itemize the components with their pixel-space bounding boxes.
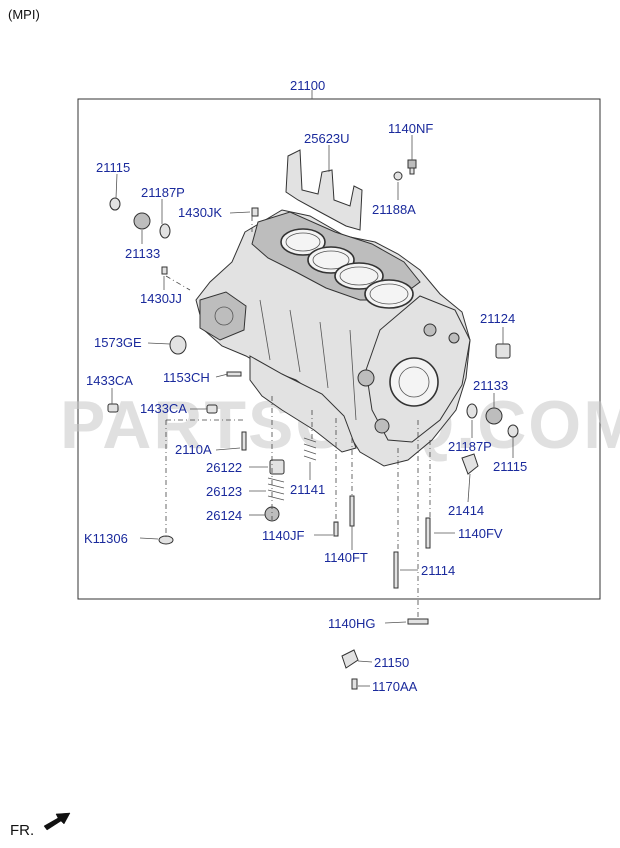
callout-1140NF[interactable]: 1140NF [388, 121, 433, 136]
callout-21114[interactable]: 21114 [421, 563, 455, 578]
callout-1140HG[interactable]: 1140HG [328, 616, 375, 631]
variant-label: (MPI) [8, 7, 40, 22]
leader-lines [111, 135, 514, 687]
front-direction-label: FR. [10, 822, 34, 839]
cylinder-block-illustration [195, 209, 471, 467]
callout-1430JK[interactable]: 1430JK [178, 205, 222, 220]
callout-26122[interactable]: 26122 [206, 460, 242, 475]
callout-1573GE[interactable]: 1573GE [94, 335, 142, 350]
callout-21188A[interactable]: 21188A [372, 202, 416, 217]
callout-26123[interactable]: 26123 [206, 484, 242, 499]
callout-1140FV[interactable]: 1140FV [458, 526, 503, 541]
callout-1430JJ[interactable]: 1430JJ [140, 291, 182, 306]
callout-1433CA-b[interactable]: 1433CA [140, 401, 187, 416]
callout-labels: 25623U 1140NF 21115 21187P 1430JK 21188A… [84, 121, 527, 694]
callout-K11306[interactable]: K11306 [84, 531, 128, 546]
callout-26124[interactable]: 26124 [206, 508, 242, 523]
callout-21187P-a[interactable]: 21187P [141, 185, 185, 200]
callout-21187P-b[interactable]: 21187P [448, 439, 492, 454]
front-arrow-icon [43, 812, 71, 831]
callout-1170AA[interactable]: 1170AA [372, 679, 418, 694]
callout-21115-a[interactable]: 21115 [96, 160, 130, 175]
callout-21414[interactable]: 21414 [448, 503, 484, 518]
callout-21115-b[interactable]: 21115 [493, 459, 527, 474]
callout-21133-b[interactable]: 21133 [473, 378, 508, 393]
small-parts [107, 159, 519, 690]
callout-21133-a[interactable]: 21133 [125, 246, 160, 261]
assembly-frame [77, 98, 601, 600]
callout-21141[interactable]: 21141 [290, 482, 325, 497]
callout-1433CA-a[interactable]: 1433CA [86, 373, 133, 388]
callout-21124[interactable]: 21124 [480, 311, 515, 326]
callout-25623U[interactable]: 25623U [304, 131, 350, 146]
callout-21150[interactable]: 21150 [374, 655, 409, 670]
callout-2110A[interactable]: 2110A [175, 442, 212, 457]
assembly-label[interactable]: 21100 [290, 78, 325, 93]
callout-1140FT[interactable]: 1140FT [324, 550, 368, 565]
oil-baffle-part [285, 149, 363, 231]
callout-1153CH[interactable]: 1153CH [163, 370, 210, 385]
callout-1140JF[interactable]: 1140JF [262, 528, 304, 543]
